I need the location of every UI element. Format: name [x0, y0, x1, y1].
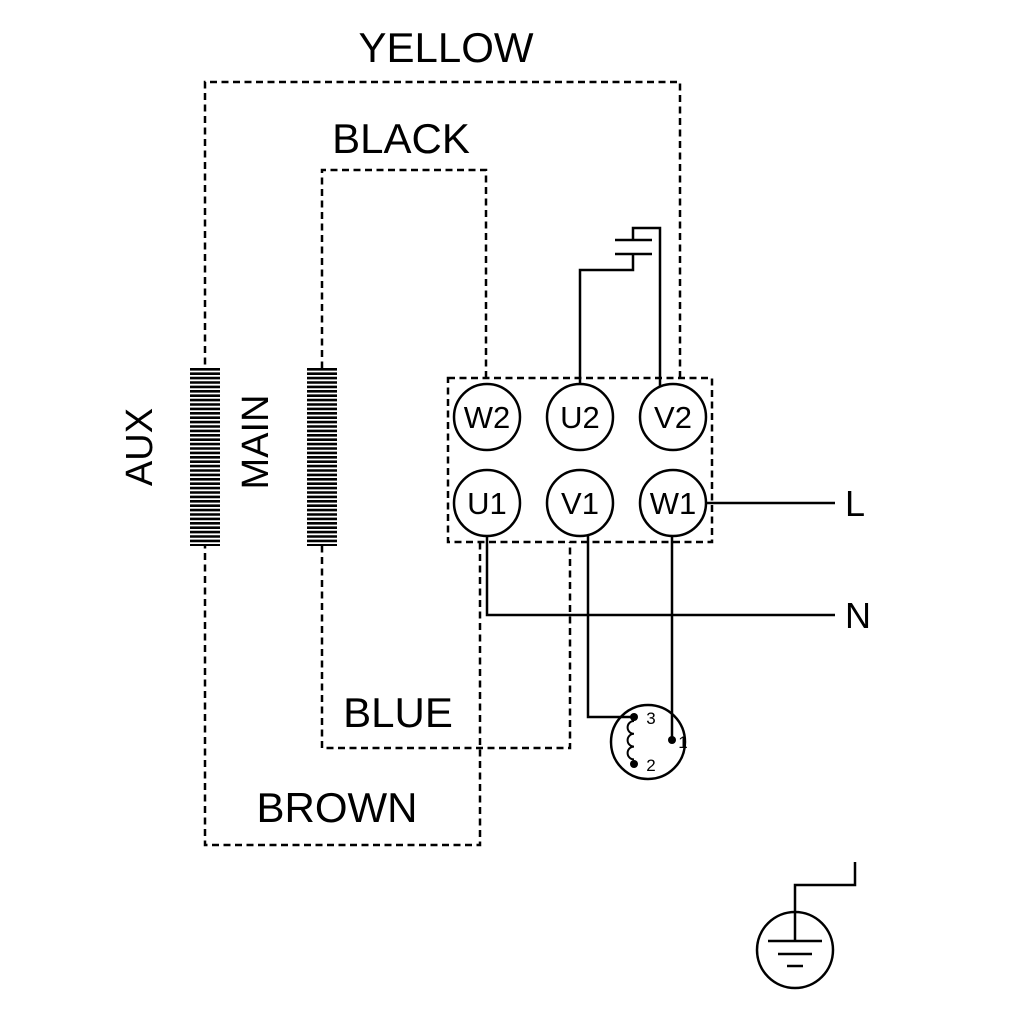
neutral-terminal-label: N — [845, 595, 871, 636]
terminal-u1-label: U1 — [467, 486, 507, 521]
capacitor-icon — [578, 226, 662, 387]
switch-terminal-3-label: 3 — [646, 709, 655, 728]
brown-wire-label: BROWN — [257, 784, 418, 831]
switch-terminal-1-label: 1 — [678, 733, 687, 752]
terminal-u2-circle — [545, 382, 615, 452]
terminal-v1-label: V1 — [561, 486, 599, 521]
earth-ground-icon — [755, 862, 857, 990]
main-winding-coil-icon — [307, 368, 337, 546]
switch-terminal-2-label: 2 — [646, 756, 655, 775]
switch-coil-icon — [626, 720, 635, 761]
black-wire-path — [320, 168, 572, 750]
switch-terminal-2-dot — [630, 760, 638, 768]
line-terminal-label: L — [845, 483, 865, 524]
terminal-v1-circle — [545, 468, 615, 538]
black-wire-label: BLACK — [332, 115, 470, 162]
terminal-v2-circle — [638, 382, 708, 452]
main-winding-label: MAIN — [235, 395, 277, 490]
aux-winding-label: AUX — [119, 408, 161, 486]
capacitor-lead-to-u2 — [578, 254, 635, 384]
terminal-w2-label: W2 — [464, 400, 511, 435]
terminal-v2-label: V2 — [654, 400, 692, 435]
terminal-w1-label: W1 — [650, 486, 697, 521]
ground-wire — [793, 862, 857, 941]
terminal-block: W2 U2 V2 U1 V1 W1 — [452, 382, 708, 538]
yellow-wire-label: YELLOW — [358, 24, 533, 71]
v1-to-switch-wire — [586, 535, 634, 719]
terminal-u2-label: U2 — [560, 400, 600, 435]
switch-terminal-3-dot — [630, 713, 638, 721]
switch-terminal-1-dot — [668, 736, 676, 744]
speed-switch-icon: 3 2 1 — [586, 535, 688, 781]
capacitor-lead-to-v2 — [631, 226, 662, 387]
terminal-u1-circle — [452, 468, 522, 538]
aux-winding-coil-icon — [190, 368, 220, 546]
blue-wire-label: BLUE — [343, 689, 453, 736]
ground-circle — [755, 910, 835, 990]
neutral-wire — [485, 536, 835, 617]
terminal-w2-circle — [452, 382, 522, 452]
